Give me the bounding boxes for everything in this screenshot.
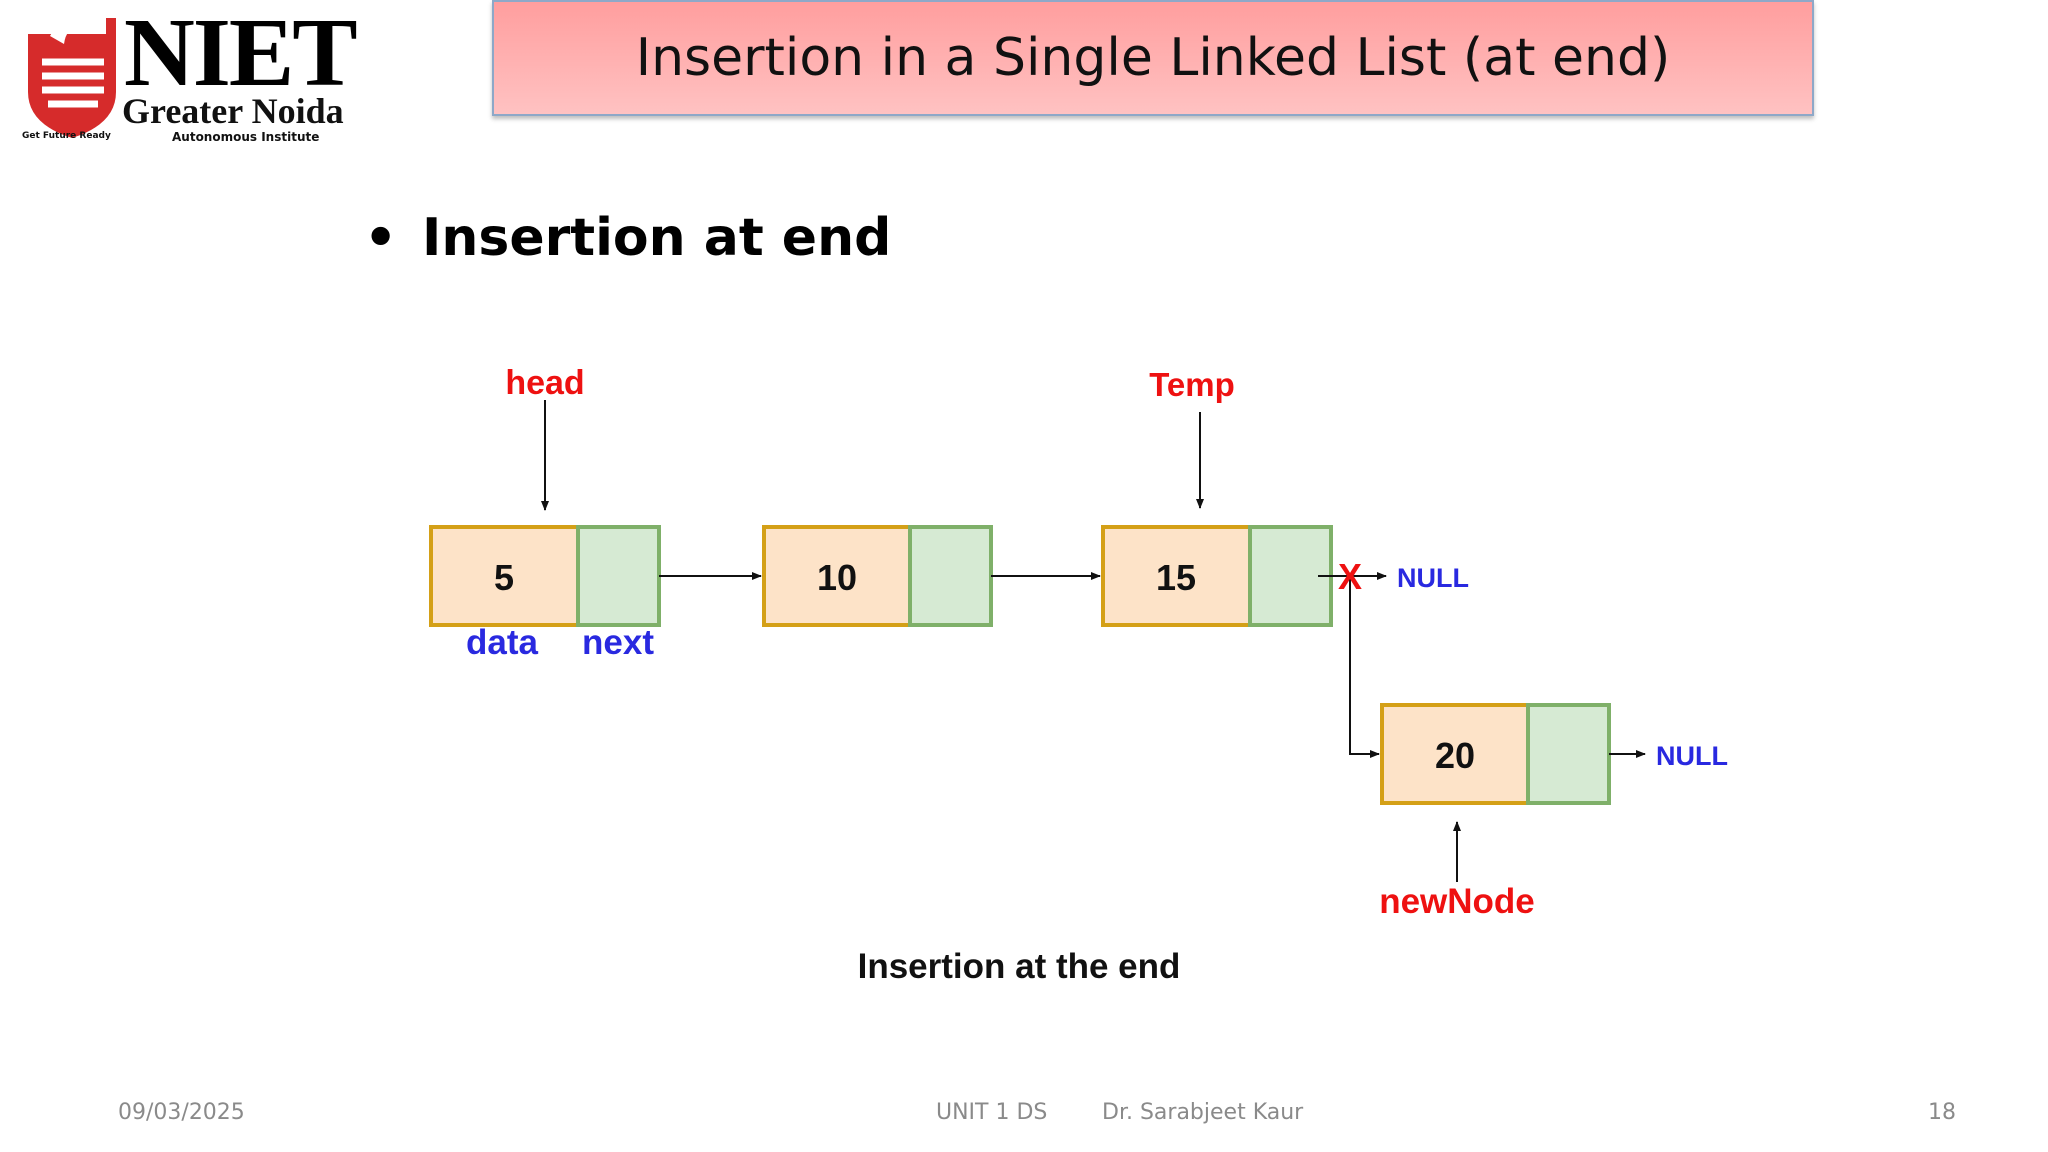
footer-date: 09/03/2025	[118, 1100, 245, 1125]
node-1-data-cell	[429, 525, 580, 627]
footer-author: Dr. Sarabjeet Kaur	[1102, 1100, 1304, 1125]
node-4-data-cell	[1380, 703, 1530, 805]
bullet-text: Insertion at end	[422, 208, 892, 268]
node-1-next-cell	[576, 525, 661, 627]
list-node-3: 15	[1101, 525, 1333, 627]
head-label: head	[505, 364, 584, 402]
logo-name: NIET	[124, 0, 358, 107]
new-link-arrow	[1349, 576, 1380, 758]
footer-page-number: 18	[1928, 1100, 1956, 1125]
node-3-value: 15	[1156, 557, 1196, 598]
list-node-2: 10	[762, 525, 993, 627]
logo-emblem-icon	[28, 18, 116, 138]
logo-location: Greater Noida	[122, 91, 344, 131]
temp-label: Temp	[1149, 366, 1235, 403]
node-2-next-cell	[908, 525, 993, 627]
footer-unit: UNIT 1 DS	[936, 1100, 1048, 1125]
newnode-label: newNode	[1379, 882, 1535, 921]
next-field-label: next	[582, 623, 654, 662]
removed-link-mark: X	[1338, 556, 1362, 597]
diagram-caption: Insertion at the end	[858, 947, 1181, 986]
null-label-old-tail: NULL	[1397, 563, 1469, 593]
slide-title-banner: Insertion in a Single Linked List (at en…	[492, 0, 1814, 116]
null-label-new-tail: NULL	[1656, 741, 1728, 771]
node-4-value: 20	[1435, 735, 1475, 776]
node-1-value: 5	[494, 557, 514, 598]
data-field-label: data	[466, 623, 539, 662]
logo-tagline: Autonomous Institute	[172, 130, 320, 144]
logo-motto: Get Future Ready	[22, 131, 111, 141]
node-2-data-cell	[762, 525, 912, 627]
list-node-new: 20	[1380, 703, 1611, 805]
institute-logo: NIET Greater Noida Autonomous Institute …	[14, 4, 364, 150]
node-3-data-cell	[1101, 525, 1252, 627]
bullet-icon: •	[364, 208, 398, 268]
slide-title: Insertion in a Single Linked List (at en…	[635, 28, 1671, 88]
node-2-value: 10	[817, 557, 857, 598]
node-4-next-cell	[1526, 703, 1611, 805]
bullet-item: • Insertion at end	[364, 208, 891, 268]
list-node-1: 5	[429, 525, 661, 627]
node-3-next-cell	[1248, 525, 1333, 627]
